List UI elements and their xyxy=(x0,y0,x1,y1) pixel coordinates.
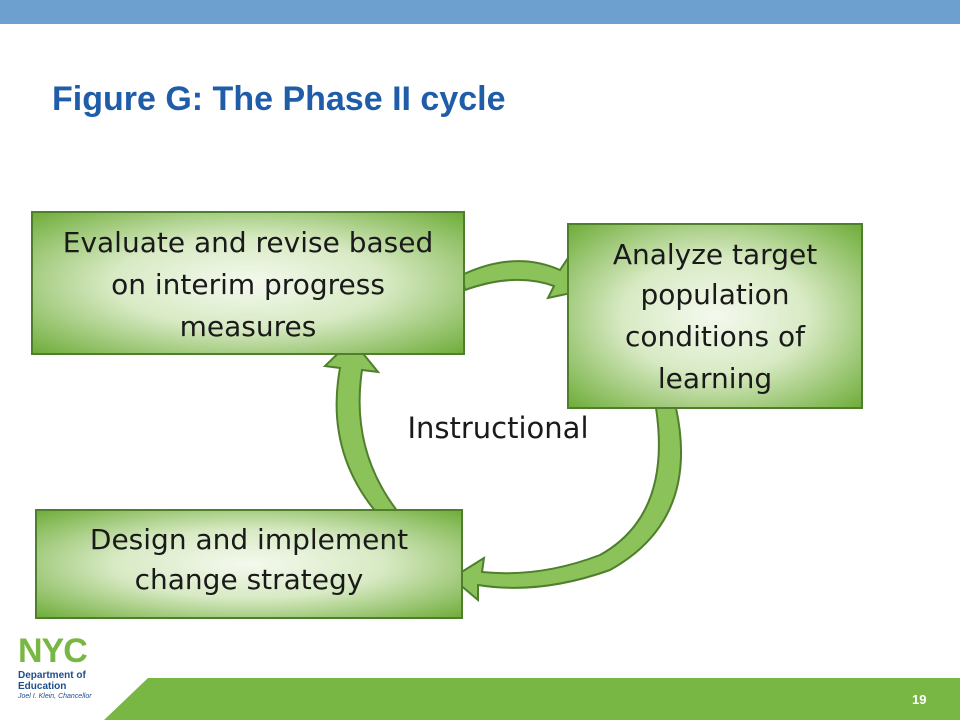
box-analyze-line-2: population xyxy=(641,278,790,311)
top-banner xyxy=(0,0,960,24)
box-analyze-line-1: Analyze target xyxy=(613,238,817,271)
arrow-design-to-evaluate xyxy=(322,338,401,513)
box-evaluate-line-2: on interim progress xyxy=(111,268,385,301)
box-evaluate-line-1: Evaluate and revise based xyxy=(63,226,434,259)
box-design: Design and implement change strategy xyxy=(35,509,463,619)
box-design-line-1: Design and implement xyxy=(90,523,408,556)
box-evaluate-line-3: measures xyxy=(180,310,317,343)
box-analyze-line-3: conditions of xyxy=(625,320,806,353)
bottom-banner xyxy=(104,678,960,720)
logo-department-text: Department of Education xyxy=(18,670,86,692)
logo-nyc-text: NYC xyxy=(18,632,88,670)
box-analyze: Analyze target population conditions of … xyxy=(567,223,863,409)
page-number: 19 xyxy=(912,692,927,707)
box-design-line-2: change strategy xyxy=(135,563,364,596)
slide-title: Figure G: The Phase II cycle xyxy=(52,80,506,118)
box-analyze-line-4: learning xyxy=(658,362,772,395)
center-label: Instructional xyxy=(407,411,588,445)
box-evaluate: Evaluate and revise based on interim pro… xyxy=(31,211,465,355)
phase-cycle-diagram: Evaluate and revise based on interim pro… xyxy=(31,211,863,619)
arrow-evaluate-to-analyze xyxy=(460,256,587,300)
logo-chancellor-text: Joel I. Klein, Chancellor xyxy=(18,693,92,700)
nyc-doe-logo: NYC Department of Education Joel I. Klei… xyxy=(14,630,124,708)
